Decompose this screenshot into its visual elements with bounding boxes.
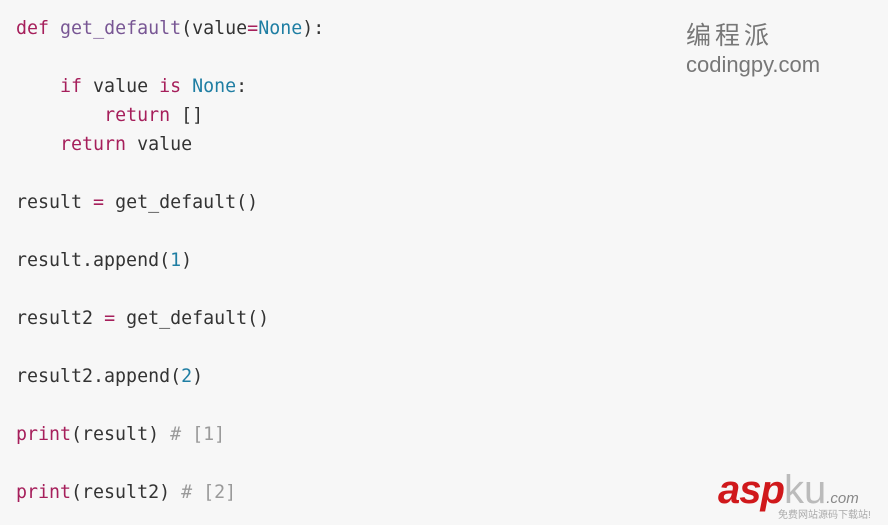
code-token: = <box>104 308 116 329</box>
code-token: (result) <box>71 424 171 445</box>
code-token <box>49 18 60 39</box>
code-line <box>16 159 324 188</box>
code-block: def get_default(value=None): if value is… <box>16 14 324 507</box>
code-token: None <box>258 18 303 39</box>
aspku-logo-asp: asp <box>718 468 785 512</box>
code-line: print(result) # [1] <box>16 420 324 449</box>
code-token: # [2] <box>181 482 237 503</box>
code-line <box>16 333 324 362</box>
watermark-title: 编程派 <box>686 21 774 50</box>
code-token: value <box>82 76 160 97</box>
aspku-logo-com: .com <box>826 490 859 507</box>
code-line: if value is None: <box>16 72 324 101</box>
code-token <box>16 76 60 97</box>
code-token: (result2) <box>71 482 182 503</box>
code-line: def get_default(value=None): <box>16 14 324 43</box>
code-token <box>16 105 104 126</box>
code-line: return [] <box>16 101 324 130</box>
aspku-logo-ku: ku <box>783 468 827 512</box>
aspku-logo: aspku.com 免费网站源码下载站! <box>718 468 871 521</box>
code-line <box>16 43 324 72</box>
code-token: result2.append( <box>16 366 182 387</box>
code-token: if <box>60 76 83 97</box>
code-token: 1 <box>170 250 182 271</box>
watermark-site: codingpy.com <box>686 52 821 77</box>
code-line: result = get_default() <box>16 188 324 217</box>
code-token: 2 <box>181 366 193 387</box>
code-line: result2.append(2) <box>16 362 324 391</box>
code-token: get_default() <box>115 308 270 329</box>
code-token: ) <box>181 250 193 271</box>
code-token: ): <box>302 18 325 39</box>
code-line: result.append(1) <box>16 246 324 275</box>
code-token: result.append( <box>16 250 171 271</box>
code-token: is <box>159 76 182 97</box>
code-line <box>16 275 324 304</box>
code-line <box>16 391 324 420</box>
code-token: print <box>16 482 72 503</box>
code-token: (value <box>181 18 248 39</box>
code-line: return value <box>16 130 324 159</box>
code-line <box>16 217 324 246</box>
code-token: print <box>16 424 72 445</box>
code-line: result2 = get_default() <box>16 304 324 333</box>
code-token: None <box>192 76 237 97</box>
code-token: def <box>16 18 50 39</box>
code-token: result2 <box>16 308 105 329</box>
code-token: get_default <box>60 18 182 39</box>
code-token: = <box>247 18 259 39</box>
code-token: = <box>93 192 105 213</box>
code-token <box>16 134 60 155</box>
code-token: : <box>236 76 248 97</box>
code-line: print(result2) # [2] <box>16 478 324 507</box>
code-token: return <box>60 134 127 155</box>
aspku-tagline: 免费网站源码下载站! <box>778 510 871 521</box>
code-token: value <box>126 134 193 155</box>
code-token: result <box>16 192 94 213</box>
code-token: [] <box>170 105 204 126</box>
code-token: ) <box>192 366 204 387</box>
code-token <box>181 76 192 97</box>
code-token: return <box>104 105 171 126</box>
code-token: # [1] <box>170 424 226 445</box>
code-token: get_default() <box>104 192 259 213</box>
code-line <box>16 449 324 478</box>
